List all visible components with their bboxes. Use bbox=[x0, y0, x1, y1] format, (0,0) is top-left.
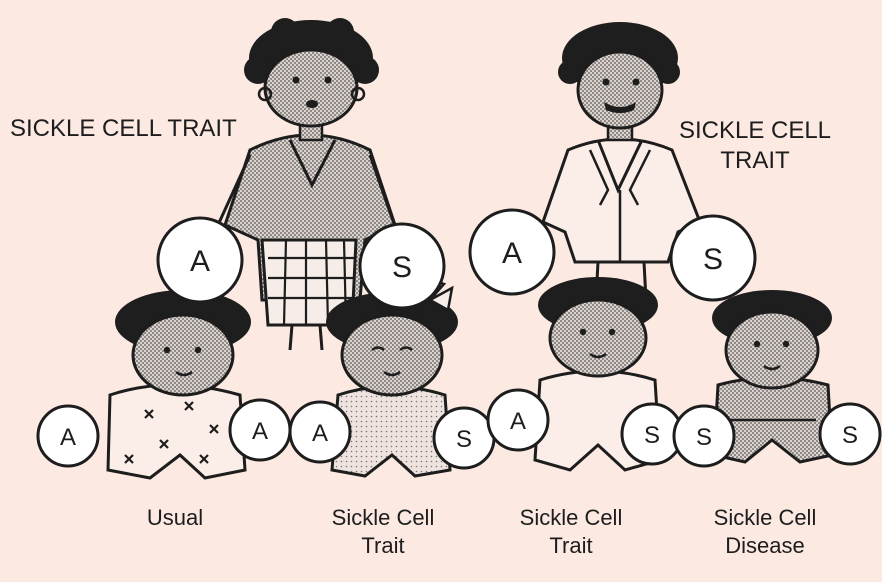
allele-letter: A bbox=[190, 245, 210, 278]
child-1-label: Usual bbox=[100, 504, 250, 532]
child-4-label-line2: Disease bbox=[680, 532, 850, 560]
father-trait-label: SICKLE CELL TRAIT bbox=[640, 116, 870, 176]
baby-usual bbox=[108, 290, 251, 478]
child-3-label-line1: Sickle Cell bbox=[486, 504, 656, 532]
allele-letter: S bbox=[842, 422, 858, 449]
child-3-allele-left: A bbox=[488, 390, 548, 450]
child-2-allele-left: A bbox=[290, 402, 350, 462]
child-4-allele-left: S bbox=[674, 406, 734, 466]
child-2-allele-right: S bbox=[434, 408, 494, 468]
father-allele-right: S bbox=[671, 216, 755, 300]
mother-allele-left: A bbox=[158, 218, 242, 302]
allele-letter: S bbox=[703, 243, 723, 276]
mother-trait-label-text: SICKLE CELL TRAIT bbox=[10, 114, 280, 144]
allele-letter: A bbox=[60, 424, 76, 451]
child-4-label-line1: Sickle Cell bbox=[680, 504, 850, 532]
child-1-allele-left: A bbox=[38, 406, 98, 466]
child-2-label: Sickle Cell Trait bbox=[298, 504, 468, 559]
allele-letter: A bbox=[252, 418, 268, 445]
allele-letter: A bbox=[312, 420, 328, 447]
allele-letter: A bbox=[502, 237, 522, 270]
child-3-label: Sickle Cell Trait bbox=[486, 504, 656, 559]
child-4-allele-right: S bbox=[820, 404, 880, 464]
mother-allele-right: S bbox=[360, 224, 444, 308]
mother-trait-label: SICKLE CELL TRAIT bbox=[10, 114, 280, 144]
child-1-label-line1: Usual bbox=[100, 504, 250, 532]
allele-letter: S bbox=[696, 424, 712, 451]
child-1-allele-right: A bbox=[230, 400, 290, 460]
child-3-label-line2: Trait bbox=[486, 532, 656, 560]
father-trait-label-line1: SICKLE CELL bbox=[640, 116, 870, 146]
allele-letter: S bbox=[392, 251, 412, 284]
father-trait-label-line2: TRAIT bbox=[640, 146, 870, 176]
child-2-label-line2: Trait bbox=[298, 532, 468, 560]
child-4-label: Sickle Cell Disease bbox=[680, 504, 850, 559]
allele-letter: S bbox=[644, 422, 660, 449]
child-2-label-line1: Sickle Cell bbox=[298, 504, 468, 532]
father-allele-left: A bbox=[470, 210, 554, 294]
allele-letter: A bbox=[510, 408, 526, 435]
allele-letter: S bbox=[456, 426, 472, 453]
